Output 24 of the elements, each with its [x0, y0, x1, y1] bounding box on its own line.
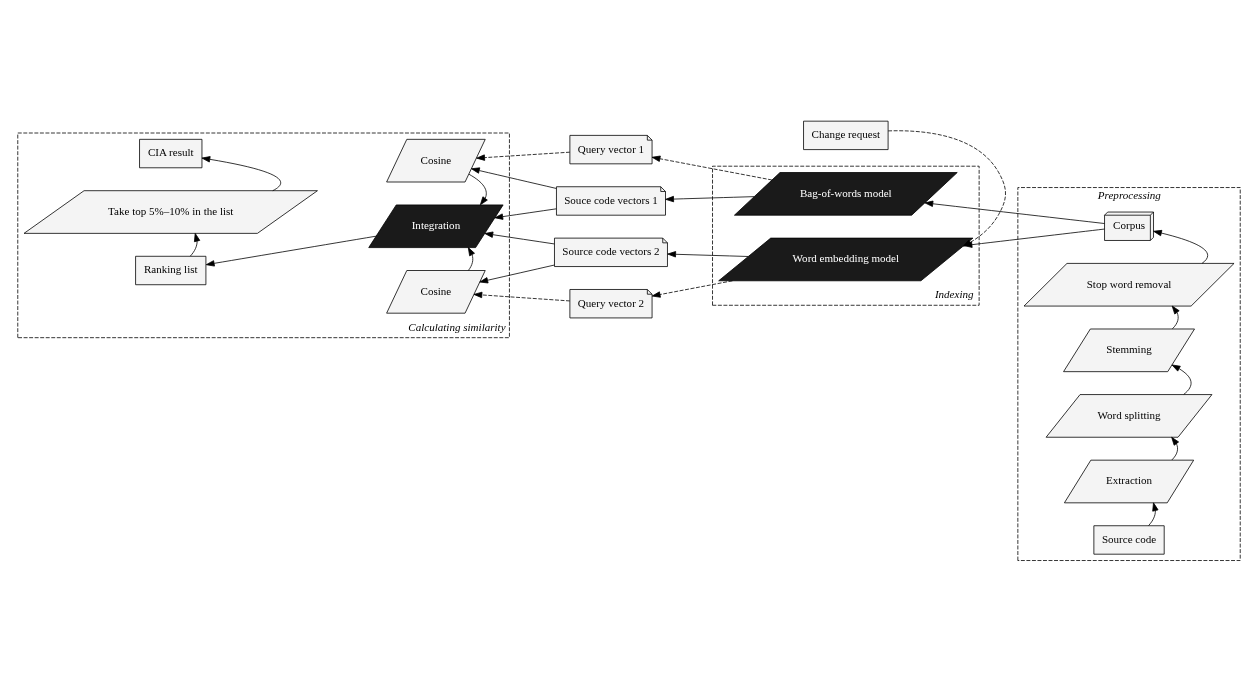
arrow: [667, 251, 749, 258]
arrow: [479, 264, 555, 284]
node-box: CIA result: [139, 138, 203, 169]
arrow: [201, 156, 282, 192]
arrow: [1171, 436, 1179, 461]
node-box: Change request: [803, 120, 889, 150]
arrow: [471, 167, 557, 189]
arrow: [924, 200, 1105, 224]
arrow: [476, 151, 571, 161]
arrow: [651, 155, 773, 181]
arrow: [467, 247, 475, 271]
arrow: [1153, 229, 1209, 264]
arrow: [651, 280, 733, 298]
arrow: [189, 233, 201, 257]
arrow: [468, 173, 488, 206]
arrow: [473, 291, 571, 302]
arrow: [494, 208, 557, 220]
arrow: [205, 235, 377, 267]
arrow: [665, 195, 755, 203]
arrow: [1171, 305, 1180, 330]
arrow: [1148, 502, 1159, 526]
arrow: [484, 231, 555, 245]
node-box: Source code: [1093, 525, 1165, 555]
node-box: Ranking list: [135, 255, 207, 286]
